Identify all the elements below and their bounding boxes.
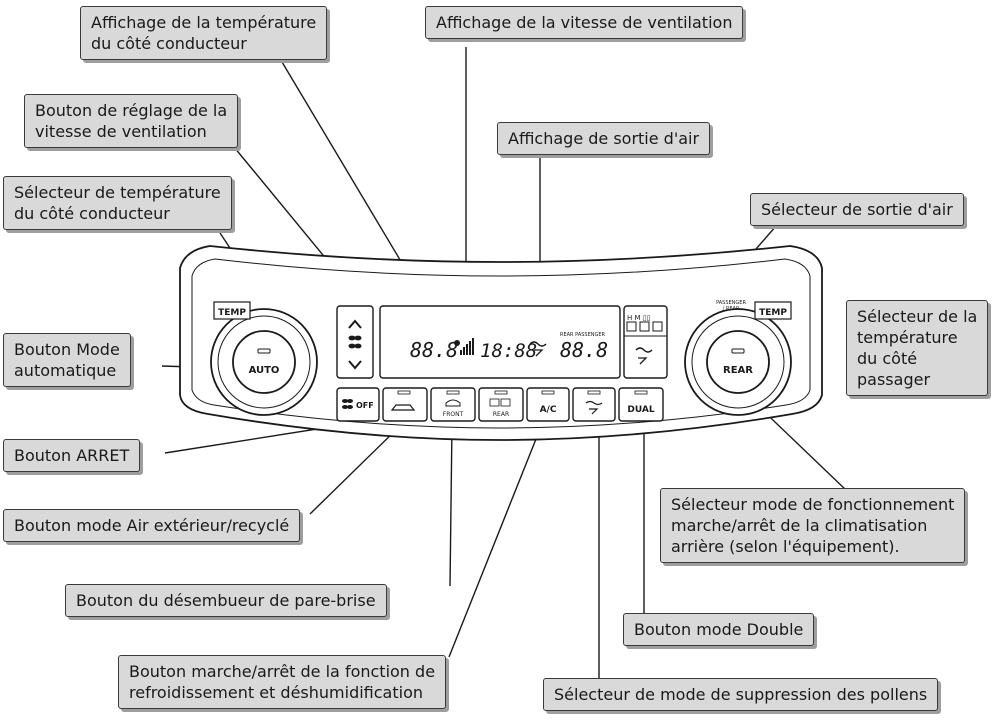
callout-rear-ac-selector-text: Sélecteur mode de fonctionnement marche/… — [671, 495, 955, 556]
pollen-button[interactable] — [572, 387, 616, 422]
callout-auto-mode-button: Bouton Mode automatique — [3, 333, 131, 387]
callout-temp-selector-driver: Sélecteur de température du côté conduct… — [3, 176, 232, 230]
passenger-temp-knob[interactable]: REAR — [684, 308, 792, 416]
fan-icon — [348, 335, 362, 349]
fan-speed-bars-icon — [454, 338, 474, 355]
callout-fan-speed-display: Affichage de la vitesse de ventilation — [425, 6, 744, 39]
mode-letters: H M ▯▯ — [627, 314, 650, 322]
temp-label-right — [754, 301, 792, 320]
passenger-temp-readout: 88.8 — [560, 338, 608, 362]
mode-selector-panel[interactable]: H M ▯▯ — [623, 305, 668, 379]
temp-label-right-text: TEMP — [759, 308, 787, 318]
rear-knob-label: REAR — [723, 365, 753, 376]
fan-off-icon — [342, 399, 353, 409]
callout-temp-display-driver-text: Affichage de la température du côté cond… — [91, 13, 317, 53]
callout-pollen-mode-selector-text: Sélecteur de mode de suppression des pol… — [554, 685, 928, 704]
rear-defogger-button[interactable]: REAR — [478, 387, 524, 422]
callout-ac-button-text: Bouton marche/arrêt de la fonction de re… — [129, 662, 436, 702]
callout-air-outlet-display-text: Affichage de sortie d'air — [508, 129, 700, 148]
callout-air-recirc-button-text: Bouton mode Air extérieur/recyclé — [14, 516, 290, 535]
off-button[interactable]: OFF — [336, 387, 380, 422]
rear-window-icon — [489, 398, 511, 407]
callout-temp-selector-driver-text: Sélecteur de température du côté conduct… — [14, 183, 221, 223]
pollen-icon — [585, 400, 603, 415]
rear-indicator-light — [731, 348, 745, 354]
air-recirc-button[interactable] — [382, 387, 428, 422]
callout-fan-speed-button: Bouton de réglage de la vitesse de venti… — [24, 94, 239, 148]
lcd-display: 88.8 18:88 REAR PASSENGER 88.8 — [379, 305, 621, 379]
callout-air-outlet-display: Affichage de sortie d'air — [497, 122, 711, 155]
callout-rear-ac-selector: Sélecteur mode de fonctionnement marche/… — [660, 488, 966, 563]
fan-up-icon[interactable] — [348, 319, 362, 329]
passenger-rear-label-line2: / REAR — [723, 306, 740, 312]
callout-temp-display-driver: Affichage de la température du côté cond… — [80, 6, 328, 60]
windshield-icon — [445, 399, 461, 407]
auto-label: AUTO — [249, 365, 280, 376]
rear-knob-button[interactable] — [706, 330, 770, 394]
fan-speed-selector[interactable] — [336, 305, 374, 379]
ac-button[interactable]: A/C — [526, 387, 570, 422]
callout-off-button-text: Bouton ARRET — [14, 446, 130, 465]
passenger-rear-label-line1: PASSENGER — [716, 300, 746, 306]
car-recirc-icon — [390, 404, 416, 411]
driver-temp-knob[interactable]: AUTO — [210, 308, 318, 416]
fan-down-icon[interactable] — [348, 360, 362, 370]
callout-temp-selector-passenger: Sélecteur de la température du côté pass… — [846, 300, 989, 396]
callout-windshield-defogger-button: Bouton du désembueur de pare-brise — [65, 584, 387, 617]
callout-temp-selector-passenger-text: Sélecteur de la température du côté pass… — [857, 307, 978, 389]
auto-indicator-light — [257, 348, 271, 354]
callout-fan-speed-display-text: Affichage de la vitesse de ventilation — [436, 13, 733, 32]
rear-def-label: REAR — [493, 411, 509, 418]
dual-button[interactable]: DUAL — [618, 387, 664, 422]
callout-air-outlet-selector-text: Sélecteur de sortie d'air — [761, 200, 953, 219]
callout-pollen-mode-selector: Sélecteur de mode de suppression des pol… — [543, 678, 939, 711]
callout-air-outlet-selector: Sélecteur de sortie d'air — [750, 193, 964, 226]
callout-dual-mode-button-text: Bouton mode Double — [634, 620, 804, 639]
callout-fan-speed-button-text: Bouton de réglage de la vitesse de venti… — [35, 101, 228, 141]
callout-dual-mode-button: Bouton mode Double — [623, 613, 815, 646]
air-outlet-icon — [529, 341, 547, 357]
temp-label-left-text: TEMP — [218, 308, 246, 318]
ac-label: A/C — [540, 405, 557, 415]
air-outlet-mode-icon[interactable] — [635, 347, 653, 365]
dual-label: DUAL — [627, 405, 654, 415]
off-label: OFF — [356, 401, 374, 410]
front-defogger-button[interactable]: FRONT — [430, 387, 476, 422]
rear-passenger-label: REAR PASSENGER — [560, 332, 606, 338]
button-row: OFF FRONT REAR A/C — [336, 387, 664, 422]
callout-windshield-defogger-button-text: Bouton du désembueur de pare-brise — [76, 591, 376, 610]
callout-auto-mode-button-text: Bouton Mode automatique — [14, 340, 120, 380]
temp-label-left — [213, 301, 251, 320]
front-label: FRONT — [443, 411, 464, 418]
auto-button[interactable] — [232, 330, 296, 394]
driver-temp-readout: 88.8 — [410, 338, 458, 362]
callout-air-recirc-button: Bouton mode Air extérieur/recyclé — [3, 509, 301, 542]
callout-ac-button: Bouton marche/arrêt de la fonction de re… — [118, 655, 447, 709]
callout-off-button: Bouton ARRET — [3, 439, 141, 472]
clock-readout: 18:88 — [480, 340, 537, 362]
